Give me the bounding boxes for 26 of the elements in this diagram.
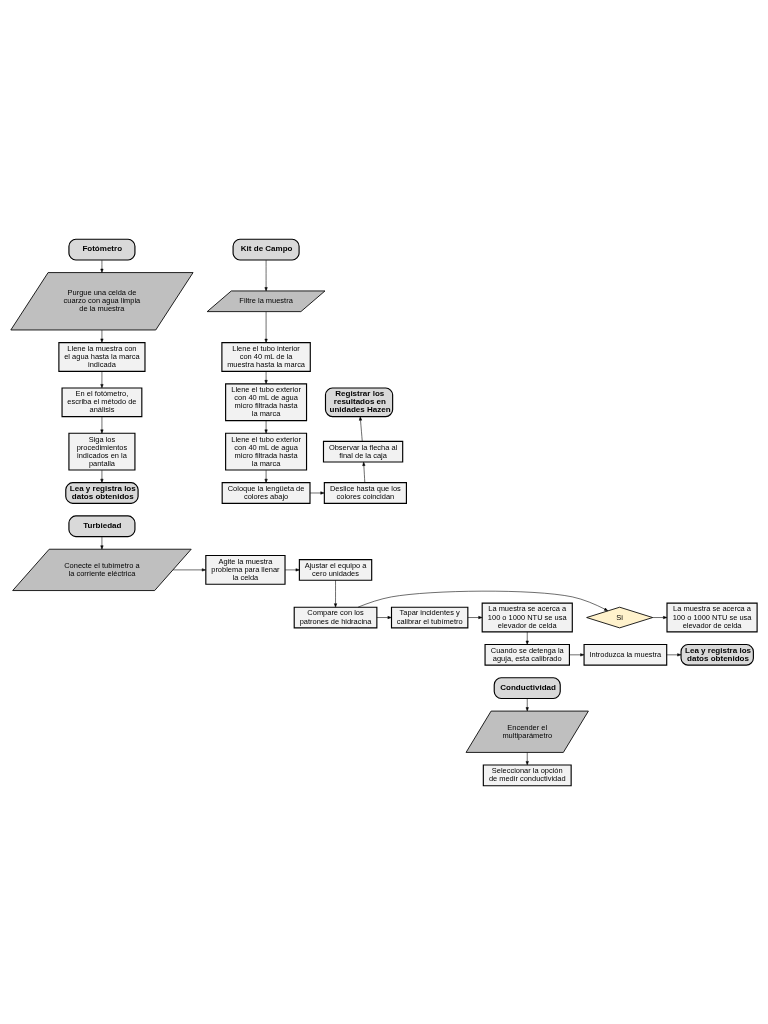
arrow — [666, 652, 682, 656]
arrow — [525, 631, 529, 645]
arrow — [100, 259, 104, 273]
arrow — [100, 535, 104, 549]
arrow — [652, 615, 668, 619]
arrow — [362, 461, 366, 483]
arrow — [100, 329, 104, 343]
arrow — [569, 652, 585, 656]
arrow — [264, 370, 268, 384]
arrow — [376, 615, 392, 619]
arrow — [309, 491, 325, 494]
arrow — [264, 420, 268, 434]
arrow — [357, 590, 609, 611]
arrow — [334, 579, 338, 607]
arrow — [284, 567, 300, 571]
arrow — [525, 697, 529, 711]
arrow — [264, 259, 268, 291]
arrow — [100, 370, 104, 388]
arrow — [359, 416, 363, 442]
arrow — [525, 751, 529, 765]
arrow — [100, 469, 104, 483]
arrow — [100, 416, 104, 433]
arrow — [264, 469, 268, 483]
arrow — [467, 615, 483, 619]
arrow — [172, 567, 206, 571]
arrow — [264, 311, 268, 343]
